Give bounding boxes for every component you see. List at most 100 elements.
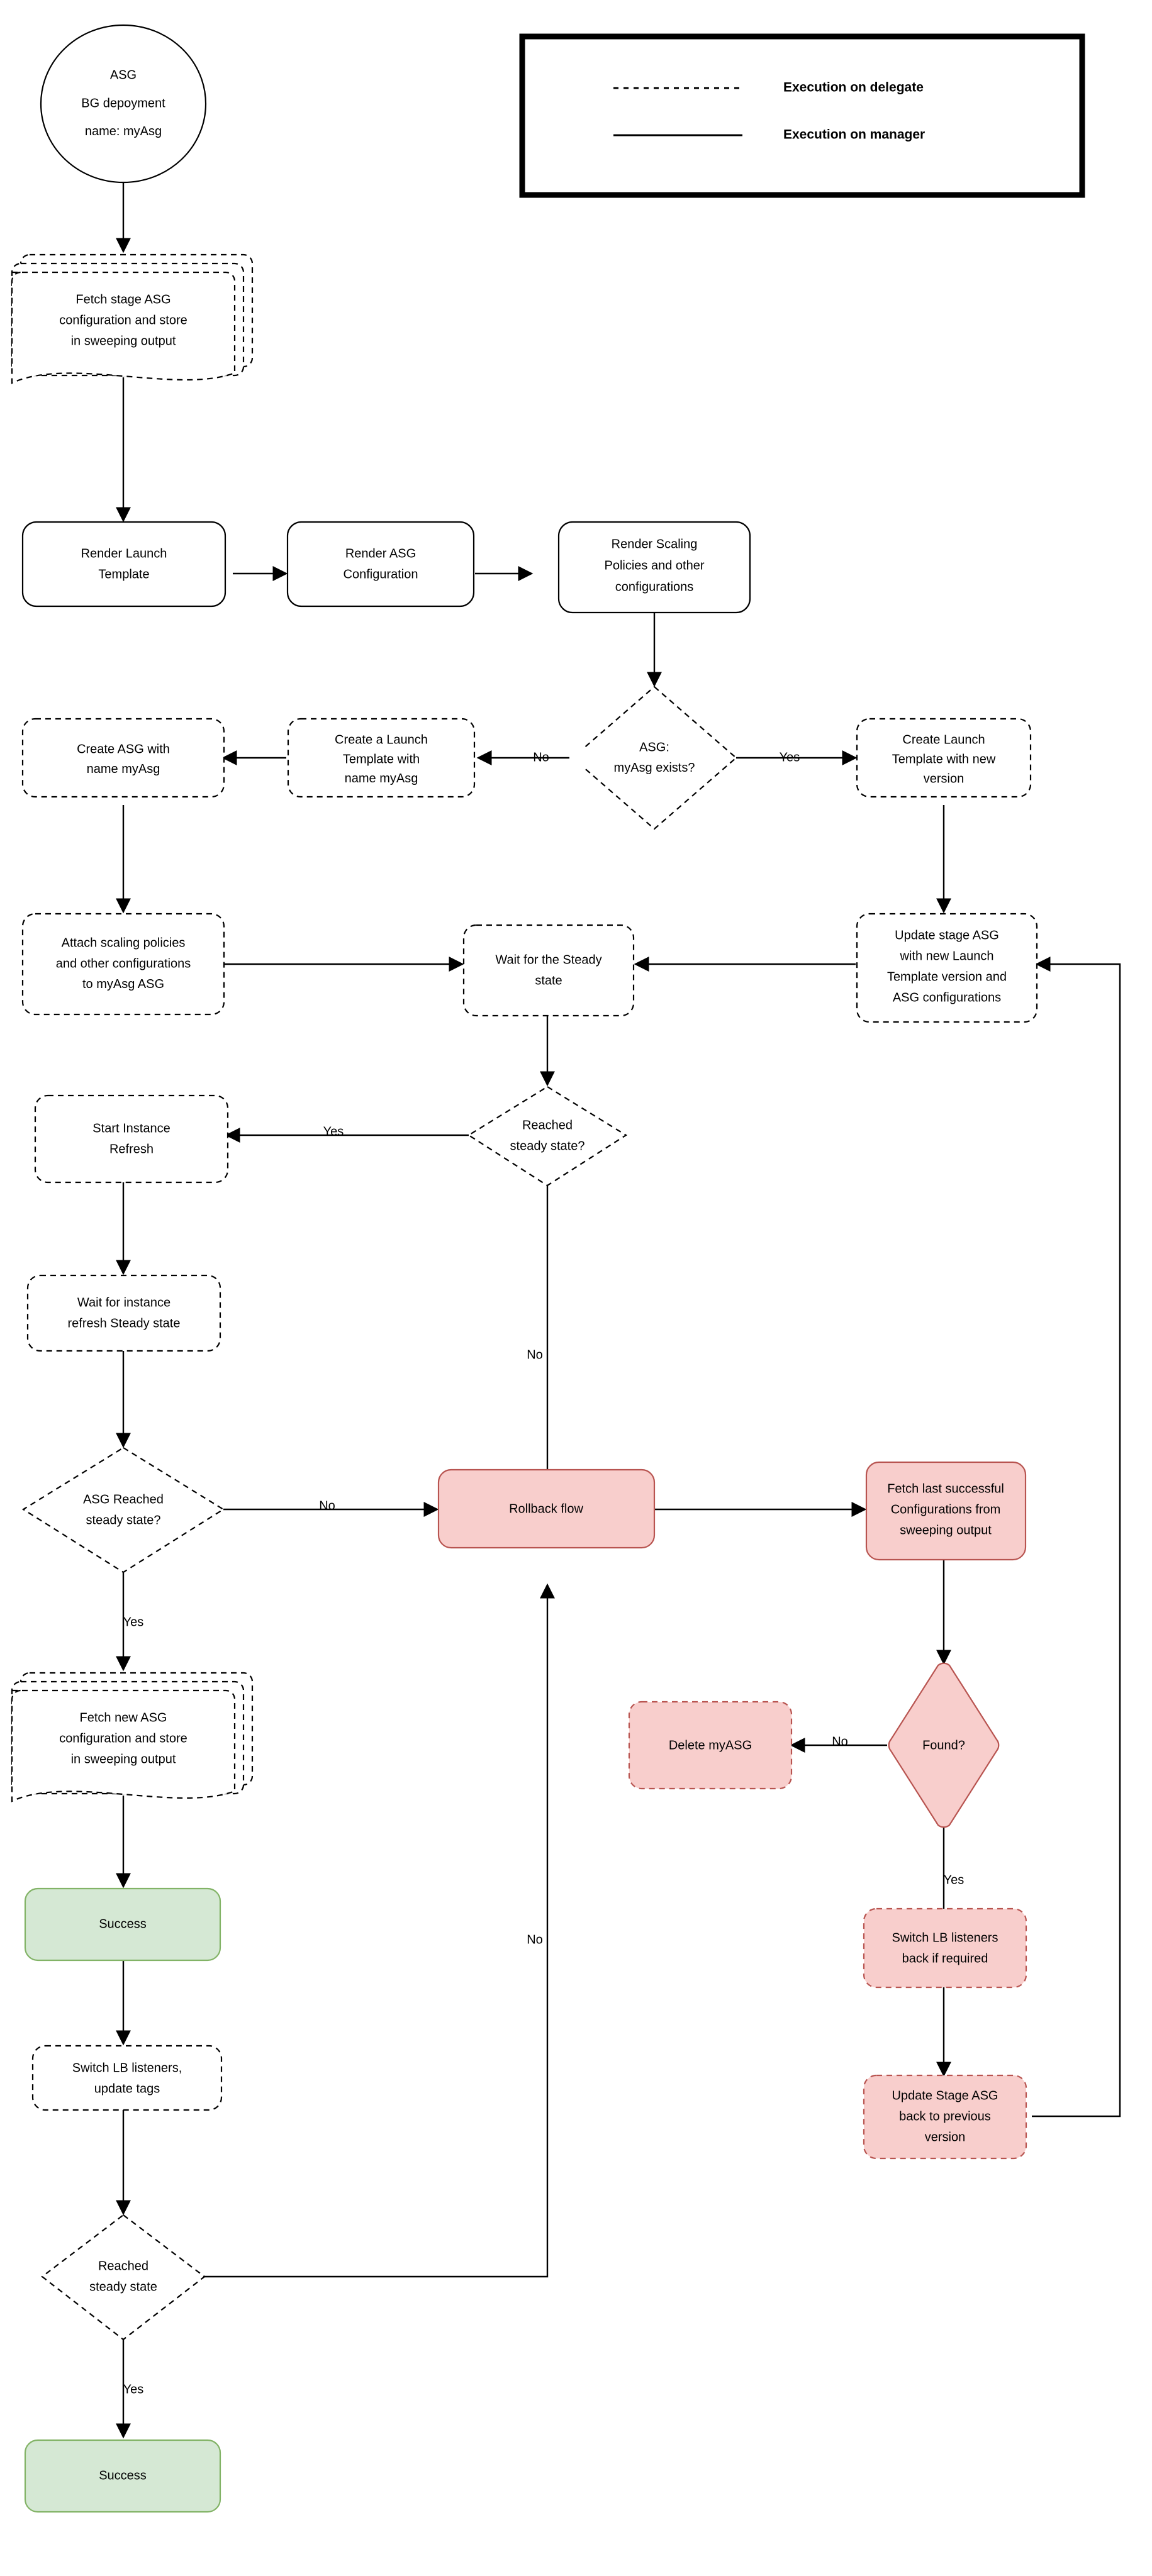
- bottom-reached-steady-diamond[interactable]: [41, 2214, 206, 2341]
- node-wait-instance-refresh[interactable]: Wait for instance refresh Steady state: [26, 1274, 221, 1352]
- edge-label-reached-steady-yes: Yes: [323, 1124, 344, 1138]
- legend-box: [519, 33, 1085, 198]
- render-scaling-policies-line1: Render Scaling: [612, 537, 698, 551]
- node-fetch-new-asg-config[interactable]: Fetch new ASG configuration and store in…: [11, 1672, 254, 1802]
- start-label-line3: name: myAsg: [85, 125, 162, 138]
- rollback-flow-box[interactable]: [437, 1468, 656, 1549]
- node-success-bottom[interactable]: Success: [24, 2439, 221, 2513]
- node-switch-lb-back[interactable]: Switch LB listeners back if required: [863, 1907, 1027, 1989]
- node-fetch-stage-asg[interactable]: Fetch stage ASG configuration and store …: [11, 253, 254, 384]
- edge-label-found-no: No: [832, 1735, 848, 1748]
- node-render-asg-configuration[interactable]: Render ASG Configuration: [286, 521, 475, 608]
- node-render-scaling-policies[interactable]: Render Scaling Policies and other config…: [557, 521, 751, 614]
- create-asg-prefix: name: [87, 762, 122, 776]
- wait-steady-line2: state: [535, 974, 562, 987]
- fetch-new-asg-line3: in sweeping output: [71, 1752, 176, 1766]
- create-launch-template-named-box[interactable]: [287, 718, 476, 798]
- attach-scaling-asg-name: myAsg: [96, 977, 135, 991]
- update-stage-back-line3: version: [925, 2130, 965, 2144]
- update-stage-asg-box[interactable]: [856, 913, 1038, 1023]
- render-scaling-policies-box[interactable]: [557, 521, 751, 614]
- render-scaling-policies-line3: configurations: [615, 580, 694, 594]
- edge-bottomsteady-no-to-rollback: [204, 1583, 555, 2278]
- start-label-line2: BG depoyment: [81, 96, 165, 110]
- wait-steady-box[interactable]: [462, 924, 635, 1017]
- create-asg-name: myAsg: [121, 762, 160, 776]
- start-ellipse[interactable]: [40, 24, 207, 184]
- asg-exists-name: myAsg: [614, 761, 652, 775]
- create-launch-template-new-line3: version: [924, 772, 964, 786]
- rollback-flow-label: Rollback flow: [509, 1502, 583, 1516]
- node-found-decision[interactable]: Found?: [888, 1662, 1000, 1828]
- node-start[interactable]: ASG BG depoyment name: myAsg: [40, 24, 207, 184]
- reached-steady-line2: steady state?: [510, 1139, 585, 1153]
- fetch-last-successful-line3: sweeping output: [900, 1523, 992, 1537]
- node-asg-reached-steady-state-decision[interactable]: ASG Reached steady state?: [21, 1446, 225, 1574]
- attach-scaling-line1: Attach scaling policies: [62, 936, 186, 950]
- create-launch-template-named-asg: myAsg: [379, 772, 418, 786]
- fetch-last-successful-box[interactable]: [865, 1461, 1027, 1561]
- render-asg-configuration-line1: Render ASG: [345, 547, 416, 560]
- update-stage-back-line2: back to previous: [899, 2109, 991, 2123]
- node-asg-exists-decision[interactable]: ASG: myAsg exists?: [571, 686, 737, 830]
- fetch-new-asg-line2: configuration and store: [59, 1731, 187, 1745]
- asg-reached-steady-diamond[interactable]: [21, 1446, 225, 1574]
- node-switch-lb-update-tags[interactable]: Switch LB listeners, update tags: [31, 2045, 223, 2111]
- start-instance-refresh-box[interactable]: [34, 1094, 229, 1184]
- reached-steady-state-diamond[interactable]: [467, 1085, 628, 1187]
- switch-lb-back-line1: Switch LB listeners: [892, 1931, 998, 1945]
- attach-scaling-policies-box[interactable]: [21, 913, 225, 1016]
- wait-steady-line1: Wait for the Steady: [495, 953, 601, 967]
- node-reached-steady-state-decision[interactable]: Reached steady state?: [467, 1085, 628, 1187]
- node-create-asg[interactable]: Create ASG with name myAsg: [21, 718, 225, 798]
- edge-label-bottom-steady-yes: Yes: [123, 2382, 144, 2396]
- render-launch-template-line1: Render Launch: [81, 547, 167, 560]
- delete-myasg-box[interactable]: [628, 1701, 793, 1790]
- render-launch-template-box[interactable]: [21, 521, 226, 608]
- render-scaling-policies-line2: Policies and other: [605, 558, 705, 572]
- node-bottom-reached-steady-state[interactable]: Reached steady state: [41, 2214, 206, 2341]
- edge-label-bottom-steady-no: No: [527, 1933, 543, 1946]
- render-asg-configuration-box[interactable]: [286, 521, 475, 608]
- fetch-last-successful-line2: Configurations from: [891, 1502, 1001, 1516]
- fetch-last-successful-line1: Fetch last successful: [887, 1482, 1004, 1496]
- node-success-middle[interactable]: Success: [24, 1887, 221, 1962]
- node-update-stage-asg[interactable]: Update stage ASG with new Launch Templat…: [856, 913, 1038, 1023]
- asg-exists-line1: ASG:: [639, 740, 669, 754]
- node-attach-scaling-policies[interactable]: Attach scaling policies and other config…: [21, 913, 225, 1016]
- node-wait-for-steady-state[interactable]: Wait for the Steady state: [462, 924, 635, 1017]
- node-render-launch-template[interactable]: Render Launch Template: [21, 521, 226, 608]
- create-launch-template-new-line2: Template with new: [892, 752, 996, 766]
- create-launch-template-new-box[interactable]: [856, 718, 1032, 798]
- success-middle-box[interactable]: [24, 1887, 221, 1962]
- fetch-new-doc-layer1[interactable]: [11, 1689, 236, 1802]
- node-delete-myasg[interactable]: Delete myASG: [628, 1701, 793, 1790]
- edge-label-asg-exists-yes: Yes: [780, 750, 800, 764]
- found-diamond[interactable]: [888, 1662, 1000, 1828]
- bottom-reached-line1: Reached: [98, 2259, 148, 2273]
- wait-instance-refresh-line1: Wait for instance: [77, 1296, 171, 1309]
- switch-lb-update-tags-box[interactable]: [31, 2045, 223, 2111]
- reached-steady-line1: Reached: [522, 1118, 573, 1132]
- fetch-stage-doc-layer1[interactable]: [11, 271, 236, 384]
- node-fetch-last-successful[interactable]: Fetch last successful Configurations fro…: [865, 1461, 1027, 1561]
- asg-reached-line2: steady state?: [86, 1513, 161, 1527]
- node-create-launch-template-named[interactable]: Create a Launch Template with name myAsg: [287, 718, 476, 798]
- wait-instance-refresh-line2: refresh Steady state: [68, 1316, 181, 1330]
- node-start-instance-refresh[interactable]: Start Instance Refresh: [34, 1094, 229, 1184]
- create-asg-line1: Create ASG with: [77, 742, 170, 756]
- switch-lb-back-box[interactable]: [863, 1907, 1027, 1989]
- start-instance-refresh-line1: Start Instance: [92, 1121, 170, 1135]
- success-bottom-box[interactable]: [24, 2439, 221, 2513]
- wait-instance-refresh-box[interactable]: [26, 1274, 221, 1352]
- node-rollback-flow[interactable]: Rollback flow: [437, 1468, 656, 1549]
- create-asg-box[interactable]: [21, 718, 225, 798]
- render-launch-template-line2: Template: [98, 567, 149, 581]
- start-label-name-prefix: name:: [85, 125, 123, 138]
- node-create-launch-template-new-version[interactable]: Create Launch Template with new version: [856, 718, 1032, 798]
- asg-exists-diamond[interactable]: [571, 686, 737, 830]
- update-stage-asg-back-box[interactable]: [863, 2074, 1027, 2160]
- node-update-stage-asg-back[interactable]: Update Stage ASG back to previous versio…: [863, 2074, 1027, 2160]
